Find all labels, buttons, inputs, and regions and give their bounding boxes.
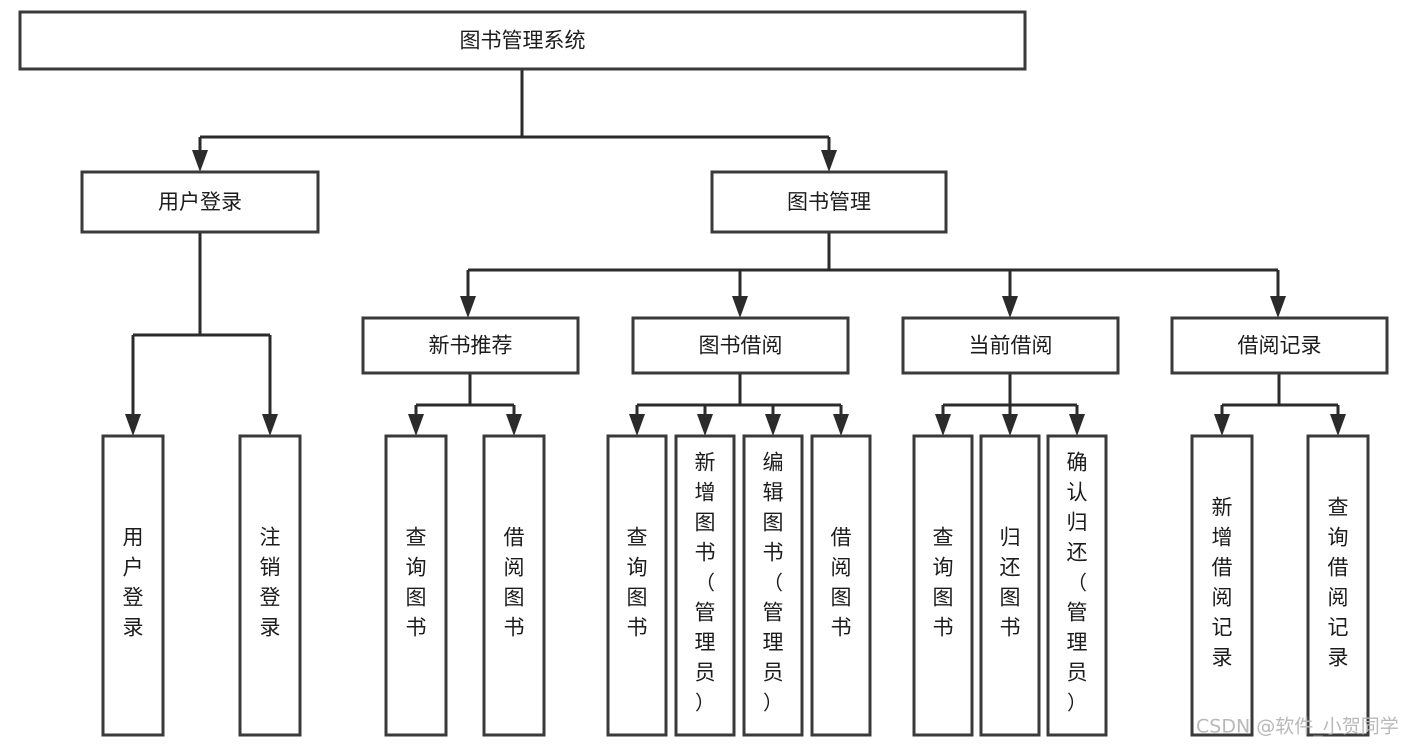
node-box-current-borrow[interactable]	[901, 316, 1120, 375]
node-box-leaf-logout[interactable]	[238, 434, 302, 737]
book-mgmt-drop-3-arrowhead-icon	[1270, 296, 1286, 318]
node-box-leaf-nbr-borrow-book[interactable]	[482, 434, 546, 737]
node-leaf-nbr-query-book[interactable]: 查询图书	[384, 434, 448, 737]
node-label-leaf-nbr-borrow-book: 借阅图书	[504, 526, 525, 640]
node-new-book-recommend[interactable]: 新书推荐	[361, 316, 580, 375]
book-borrow-drop-0-arrowhead-icon	[629, 414, 645, 436]
node-label-borrow-record: 借阅记录	[1238, 334, 1322, 358]
book-borrow-drop-2-arrowhead-icon	[765, 414, 781, 436]
current-borrow-drop-1-arrowhead-icon	[1002, 414, 1018, 436]
node-box-leaf-user-login[interactable]	[101, 434, 165, 737]
csdn-watermark: CSDN @软件_小贺同学	[1196, 716, 1399, 738]
node-box-root[interactable]	[18, 10, 1027, 71]
node-label-leaf-bb-edit-book: 编辑图书（管理员）	[763, 451, 784, 715]
user-login-drop-1-arrowhead-icon	[262, 414, 278, 436]
node-label-leaf-user-login: 用户登录	[123, 526, 144, 640]
node-leaf-user-login[interactable]: 用户登录	[101, 434, 165, 737]
node-label-leaf-cb-confirm-return: 确认归还（管理员）	[1067, 451, 1088, 715]
node-book-management[interactable]: 图书管理	[710, 170, 948, 234]
node-label-leaf-cb-return-book: 归还图书	[1000, 526, 1021, 640]
node-label-leaf-logout: 注销登录	[260, 526, 281, 640]
node-label-user-login: 用户登录	[158, 190, 242, 214]
node-label-leaf-br-add-record: 新增借阅记录	[1212, 496, 1233, 670]
node-box-leaf-nbr-query-book[interactable]	[384, 434, 448, 737]
node-leaf-br-add-record[interactable]: 新增借阅记录	[1190, 434, 1254, 737]
node-label-leaf-cb-query-book: 查询图书	[933, 526, 954, 640]
node-label-root: 图书管理系统	[460, 29, 586, 53]
node-box-leaf-bb-query-book[interactable]	[606, 434, 668, 737]
node-box-leaf-cb-query-book[interactable]	[912, 434, 974, 737]
node-book-borrow[interactable]: 图书借阅	[631, 316, 850, 375]
node-root[interactable]: 图书管理系统	[18, 10, 1027, 71]
node-leaf-bb-query-book[interactable]: 查询图书	[606, 434, 668, 737]
new-book-recommend-drop-1-arrowhead-icon	[506, 414, 522, 436]
node-box-leaf-bb-borrow-book[interactable]	[810, 434, 872, 737]
book-mgmt-drop-1-arrowhead-icon	[732, 296, 748, 318]
borrow-record-drop-0-arrowhead-icon	[1214, 414, 1230, 436]
book-mgmt-drop-0-arrowhead-icon	[460, 296, 476, 318]
node-leaf-cb-return-book[interactable]: 归还图书	[979, 434, 1041, 737]
node-box-leaf-br-query-record[interactable]	[1306, 434, 1370, 737]
node-leaf-bb-edit-book[interactable]: 编辑图书（管理员）	[742, 434, 804, 737]
node-box-book-borrow[interactable]	[631, 316, 850, 375]
node-current-borrow[interactable]: 当前借阅	[901, 316, 1120, 375]
node-label-new-book-recommend: 新书推荐	[429, 334, 513, 358]
node-box-user-login[interactable]	[80, 170, 320, 234]
user-login-drop-0-arrowhead-icon	[125, 414, 141, 436]
node-box-leaf-br-add-record[interactable]	[1190, 434, 1254, 737]
node-box-book-management[interactable]	[710, 170, 948, 234]
node-leaf-cb-confirm-return[interactable]: 确认归还（管理员）	[1046, 434, 1108, 737]
node-box-leaf-bb-add-book[interactable]	[674, 434, 736, 737]
node-leaf-cb-query-book[interactable]: 查询图书	[912, 434, 974, 737]
node-box-leaf-cb-confirm-return[interactable]	[1046, 434, 1108, 737]
borrow-record-drop-1-arrowhead-icon	[1330, 414, 1346, 436]
node-box-borrow-record[interactable]	[1170, 316, 1389, 375]
book-mgmt-drop-2-arrowhead-icon	[1002, 296, 1018, 318]
node-leaf-bb-add-book[interactable]: 新增图书（管理员）	[674, 434, 736, 737]
node-borrow-record[interactable]: 借阅记录	[1170, 316, 1389, 375]
node-leaf-nbr-borrow-book[interactable]: 借阅图书	[482, 434, 546, 737]
root-drop-0-arrowhead-icon	[192, 150, 208, 172]
node-box-new-book-recommend[interactable]	[361, 316, 580, 375]
book-borrow-drop-3-arrowhead-icon	[833, 414, 849, 436]
node-label-book-management: 图书管理	[787, 190, 871, 214]
node-label-leaf-bb-add-book: 新增图书（管理员）	[695, 451, 716, 715]
current-borrow-drop-2-arrowhead-icon	[1069, 414, 1085, 436]
book-borrow-drop-1-arrowhead-icon	[697, 414, 713, 436]
node-user-login[interactable]: 用户登录	[80, 170, 320, 234]
current-borrow-drop-0-arrowhead-icon	[935, 414, 951, 436]
node-box-leaf-cb-return-book[interactable]	[979, 434, 1041, 737]
root-drop-1-arrowhead-icon	[821, 150, 837, 172]
node-label-leaf-bb-borrow-book: 借阅图书	[831, 526, 852, 640]
node-label-leaf-bb-query-book: 查询图书	[627, 526, 648, 640]
node-layer: 图书管理系统用户登录图书管理新书推荐图书借阅当前借阅借阅记录用户登录注销登录查询…	[18, 10, 1389, 737]
node-leaf-br-query-record[interactable]: 查询借阅记录	[1306, 434, 1370, 737]
connector-layer	[125, 69, 1346, 436]
node-label-current-borrow: 当前借阅	[969, 334, 1053, 358]
new-book-recommend-drop-0-arrowhead-icon	[408, 414, 424, 436]
node-label-leaf-nbr-query-book: 查询图书	[406, 526, 427, 640]
node-leaf-logout[interactable]: 注销登录	[238, 434, 302, 737]
node-label-leaf-br-query-record: 查询借阅记录	[1328, 496, 1349, 670]
node-box-leaf-bb-edit-book[interactable]	[742, 434, 804, 737]
node-leaf-bb-borrow-book[interactable]: 借阅图书	[810, 434, 872, 737]
node-label-book-borrow: 图书借阅	[699, 334, 783, 358]
